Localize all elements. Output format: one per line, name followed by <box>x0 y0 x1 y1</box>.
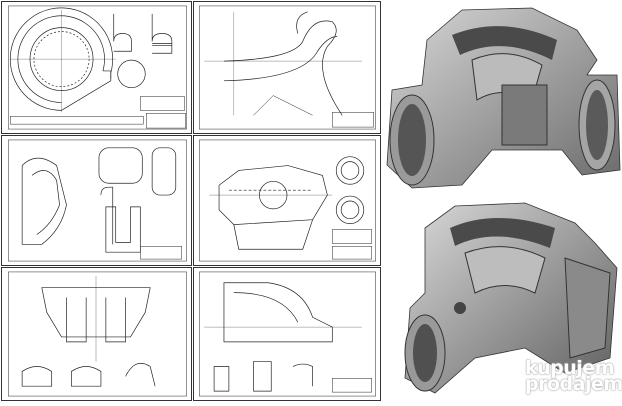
drawing-sheet-volute-development <box>193 1 381 134</box>
watermark-line1: kupujem <box>525 357 614 379</box>
watermark-logo: kupujem prodajem <box>525 357 622 395</box>
pump-casing-render-top <box>382 0 622 200</box>
drawing-sheet-casing-section <box>1 267 192 401</box>
watermark-line2: prodajem <box>525 373 622 395</box>
pump-casing-render-bottom <box>395 198 622 402</box>
drawing-sheet-casing-cross-section <box>193 267 381 401</box>
drawing-sheet-section-details <box>1 135 192 266</box>
drawing-sheet-volute-plan <box>1 1 192 134</box>
drawing-sheet-casing-assembly <box>193 135 381 266</box>
